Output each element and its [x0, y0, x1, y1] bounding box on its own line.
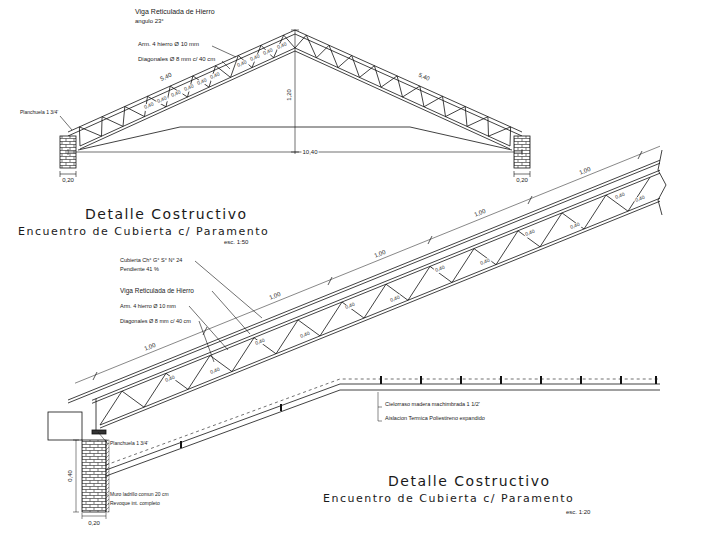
dimension-label: 0,40 [344, 301, 357, 310]
dimension-label: 0,40 [67, 469, 74, 483]
dimension-label: 0,40 [209, 367, 222, 376]
drawing-heading: Encuentro de Cubierta c/ Paramento [18, 226, 269, 238]
annotation-label: Pendiente 41 % [120, 266, 159, 272]
dimension-label: 0,40 [614, 192, 627, 201]
annotation-label: angulo 23° [135, 18, 164, 25]
annotation-label: Viga Reticulada de Hierro [120, 287, 194, 294]
dimension-label: 0,40 [275, 41, 288, 51]
dimension-label: 0,20 [61, 177, 75, 184]
roof-truss-elevation [60, 30, 530, 177]
dimension-label: 0,40 [209, 71, 222, 81]
dimension-label: 0,40 [299, 330, 312, 339]
dimension-label: 0,40 [235, 59, 248, 69]
annotation-label: Revoque int. completo [110, 501, 160, 507]
annotation-label: esc. 1:50 [224, 239, 248, 246]
dimension-label: 0,40 [164, 374, 177, 383]
drawing-heading: Detalle Costructivo [85, 207, 247, 222]
dimension-label: 0,40 [169, 89, 182, 99]
dimension-label: 5,40 [158, 71, 173, 83]
dimension-label: 0,40 [479, 257, 492, 266]
annotation-label: Planchuela 1 3/4' [20, 110, 58, 116]
dimension-label: 0,20 [87, 520, 101, 527]
dimension-label: 10,40 [301, 149, 318, 156]
dimension-label: 0,40 [143, 101, 156, 111]
dimension-label: 0,40 [434, 265, 447, 274]
dimension-label: 0,40 [389, 294, 402, 303]
annotation-label: Viga Reticulada de Hierro [135, 8, 215, 16]
dimension-label: 0,40 [524, 228, 537, 237]
annotation-label: Arm. 4 hierro Ø 10 mm [120, 303, 176, 309]
annotation-label: esc. 1:20 [566, 509, 590, 516]
annotation-label: Arm. 4 hierro Ø 10 mm [138, 41, 199, 48]
dimension-label: 0,40 [569, 221, 582, 230]
annotation-label: Aislacion Termica Poliestireno expandido [385, 415, 485, 421]
dimension-label: 5,40 [416, 71, 431, 83]
annotation-label: Muro ladrillo comun 20 cm [110, 492, 169, 498]
dimension-label: 0,20 [515, 177, 529, 184]
dimension-label: 0,40 [249, 53, 262, 63]
dimension-label: 0,40 [262, 47, 275, 57]
annotation-label: Diagonales Ø 8 mm c/ 40 cm [120, 318, 191, 324]
dimension-label: 1,20 [286, 88, 293, 102]
drawing-heading: Detalle Costructivo [388, 474, 550, 489]
annotation-label: Cielorraso madera machimbrada 1 1/2' [385, 401, 480, 407]
annotation-label: Cubierta Ch° G° S° N° 24 [120, 257, 182, 263]
dimension-label: 0,40 [634, 195, 647, 204]
annotation-label: Diagonales Ø 8 mm c/ 40 cm [138, 56, 215, 63]
roof-detail-section [48, 146, 666, 519]
annotation-label: Planchuela 1 3/4' [110, 441, 148, 447]
drawing-heading: Encuentro de Cubierta c/ Paramento [323, 493, 574, 505]
